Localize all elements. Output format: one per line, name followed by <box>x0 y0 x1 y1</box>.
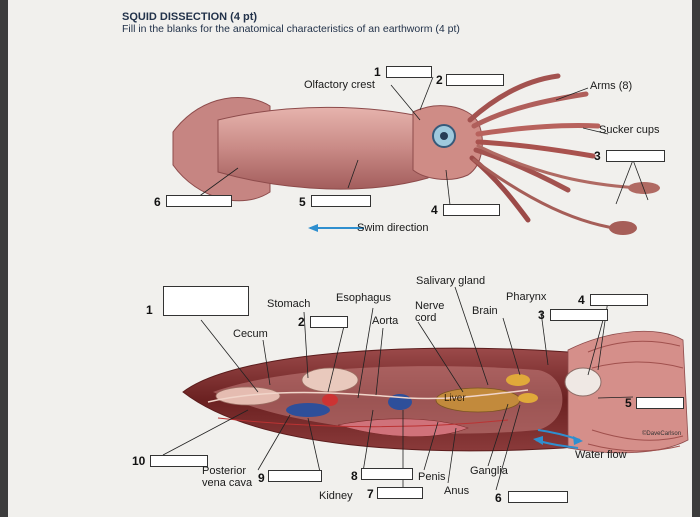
int-number-10: 10 <box>132 454 146 468</box>
int-number-5: 5 <box>625 396 632 410</box>
int-blank-5[interactable] <box>636 397 684 409</box>
ext-blank-6[interactable] <box>166 195 232 207</box>
ext-number-6: 6 <box>154 195 161 209</box>
ext-number-4: 4 <box>431 203 438 217</box>
label-sucker-cups: Sucker cups <box>599 124 660 136</box>
ext-blank-4[interactable] <box>443 204 500 216</box>
ext-blank-3[interactable] <box>606 150 665 162</box>
int-blank-2[interactable] <box>310 316 348 328</box>
int-number-1: 1 <box>146 303 153 317</box>
label-ganglia: Ganglia <box>470 465 508 477</box>
label-water-flow: Water flow <box>575 449 627 461</box>
int-number-7: 7 <box>367 487 374 501</box>
label-pharynx: Pharynx <box>506 291 547 303</box>
label-cecum: Cecum <box>233 328 268 340</box>
label-posterior-vena-cava: Posterior vena cava <box>202 465 253 489</box>
label-kidney: Kidney <box>319 490 353 502</box>
label-arms: Arms (8) <box>590 80 633 92</box>
label-esophagus: Esophagus <box>336 292 392 304</box>
int-number-6: 6 <box>495 491 502 505</box>
external-leader-lines <box>193 76 649 206</box>
squid-arms <box>467 73 642 232</box>
label-olfactory-crest: Olfactory crest <box>304 79 375 91</box>
ext-number-3: 3 <box>594 149 601 163</box>
ext-number-1: 1 <box>374 65 381 79</box>
internal-squid <box>182 330 689 454</box>
label-anus: Anus <box>444 485 470 497</box>
int-blank-1[interactable] <box>163 286 249 316</box>
int-blank-8[interactable] <box>361 468 413 480</box>
int-number-9: 9 <box>258 471 265 485</box>
int-number-3: 3 <box>538 308 545 322</box>
label-stomach: Stomach <box>267 298 311 310</box>
instruction-text: Fill in the blanks for the anatomical ch… <box>122 23 460 35</box>
int-blank-3[interactable] <box>550 309 608 321</box>
ext-number-2: 2 <box>436 73 443 87</box>
int-blank-6[interactable] <box>508 491 568 503</box>
label-swim-direction: Swim direction <box>357 222 429 234</box>
ext-blank-5[interactable] <box>311 195 371 207</box>
label-salivary-gland: Salivary gland <box>416 275 486 287</box>
internal-arms <box>567 330 689 454</box>
squid-mantle <box>217 106 436 190</box>
label-nerve-cord: Nerve cord <box>415 300 445 325</box>
int-number-8: 8 <box>351 469 358 483</box>
ext-blank-1[interactable] <box>386 66 432 78</box>
int-blank-10[interactable] <box>150 455 208 467</box>
int-blank-9[interactable] <box>268 470 322 482</box>
label-brain: Brain <box>472 305 498 317</box>
page-title: SQUID DISSECTION (4 pt) <box>122 11 258 23</box>
int-blank-4[interactable] <box>590 294 648 306</box>
squid-illustrations <box>162 73 689 491</box>
int-number-2: 2 <box>298 315 305 329</box>
int-number-4: 4 <box>578 293 585 307</box>
label-aorta: Aorta <box>372 315 399 327</box>
external-squid <box>172 73 660 235</box>
ext-number-5: 5 <box>299 195 306 209</box>
label-penis: Penis <box>418 471 446 483</box>
ext-blank-2[interactable] <box>446 74 504 86</box>
int-blank-7[interactable] <box>377 487 423 499</box>
internal-leader-lines <box>162 286 634 491</box>
label-liver: Liver <box>444 393 466 404</box>
credit-text: ©DaveCarlson <box>642 431 682 437</box>
worksheet-page: SQUID DISSECTION (4 pt) Fill in the blan… <box>8 0 692 517</box>
